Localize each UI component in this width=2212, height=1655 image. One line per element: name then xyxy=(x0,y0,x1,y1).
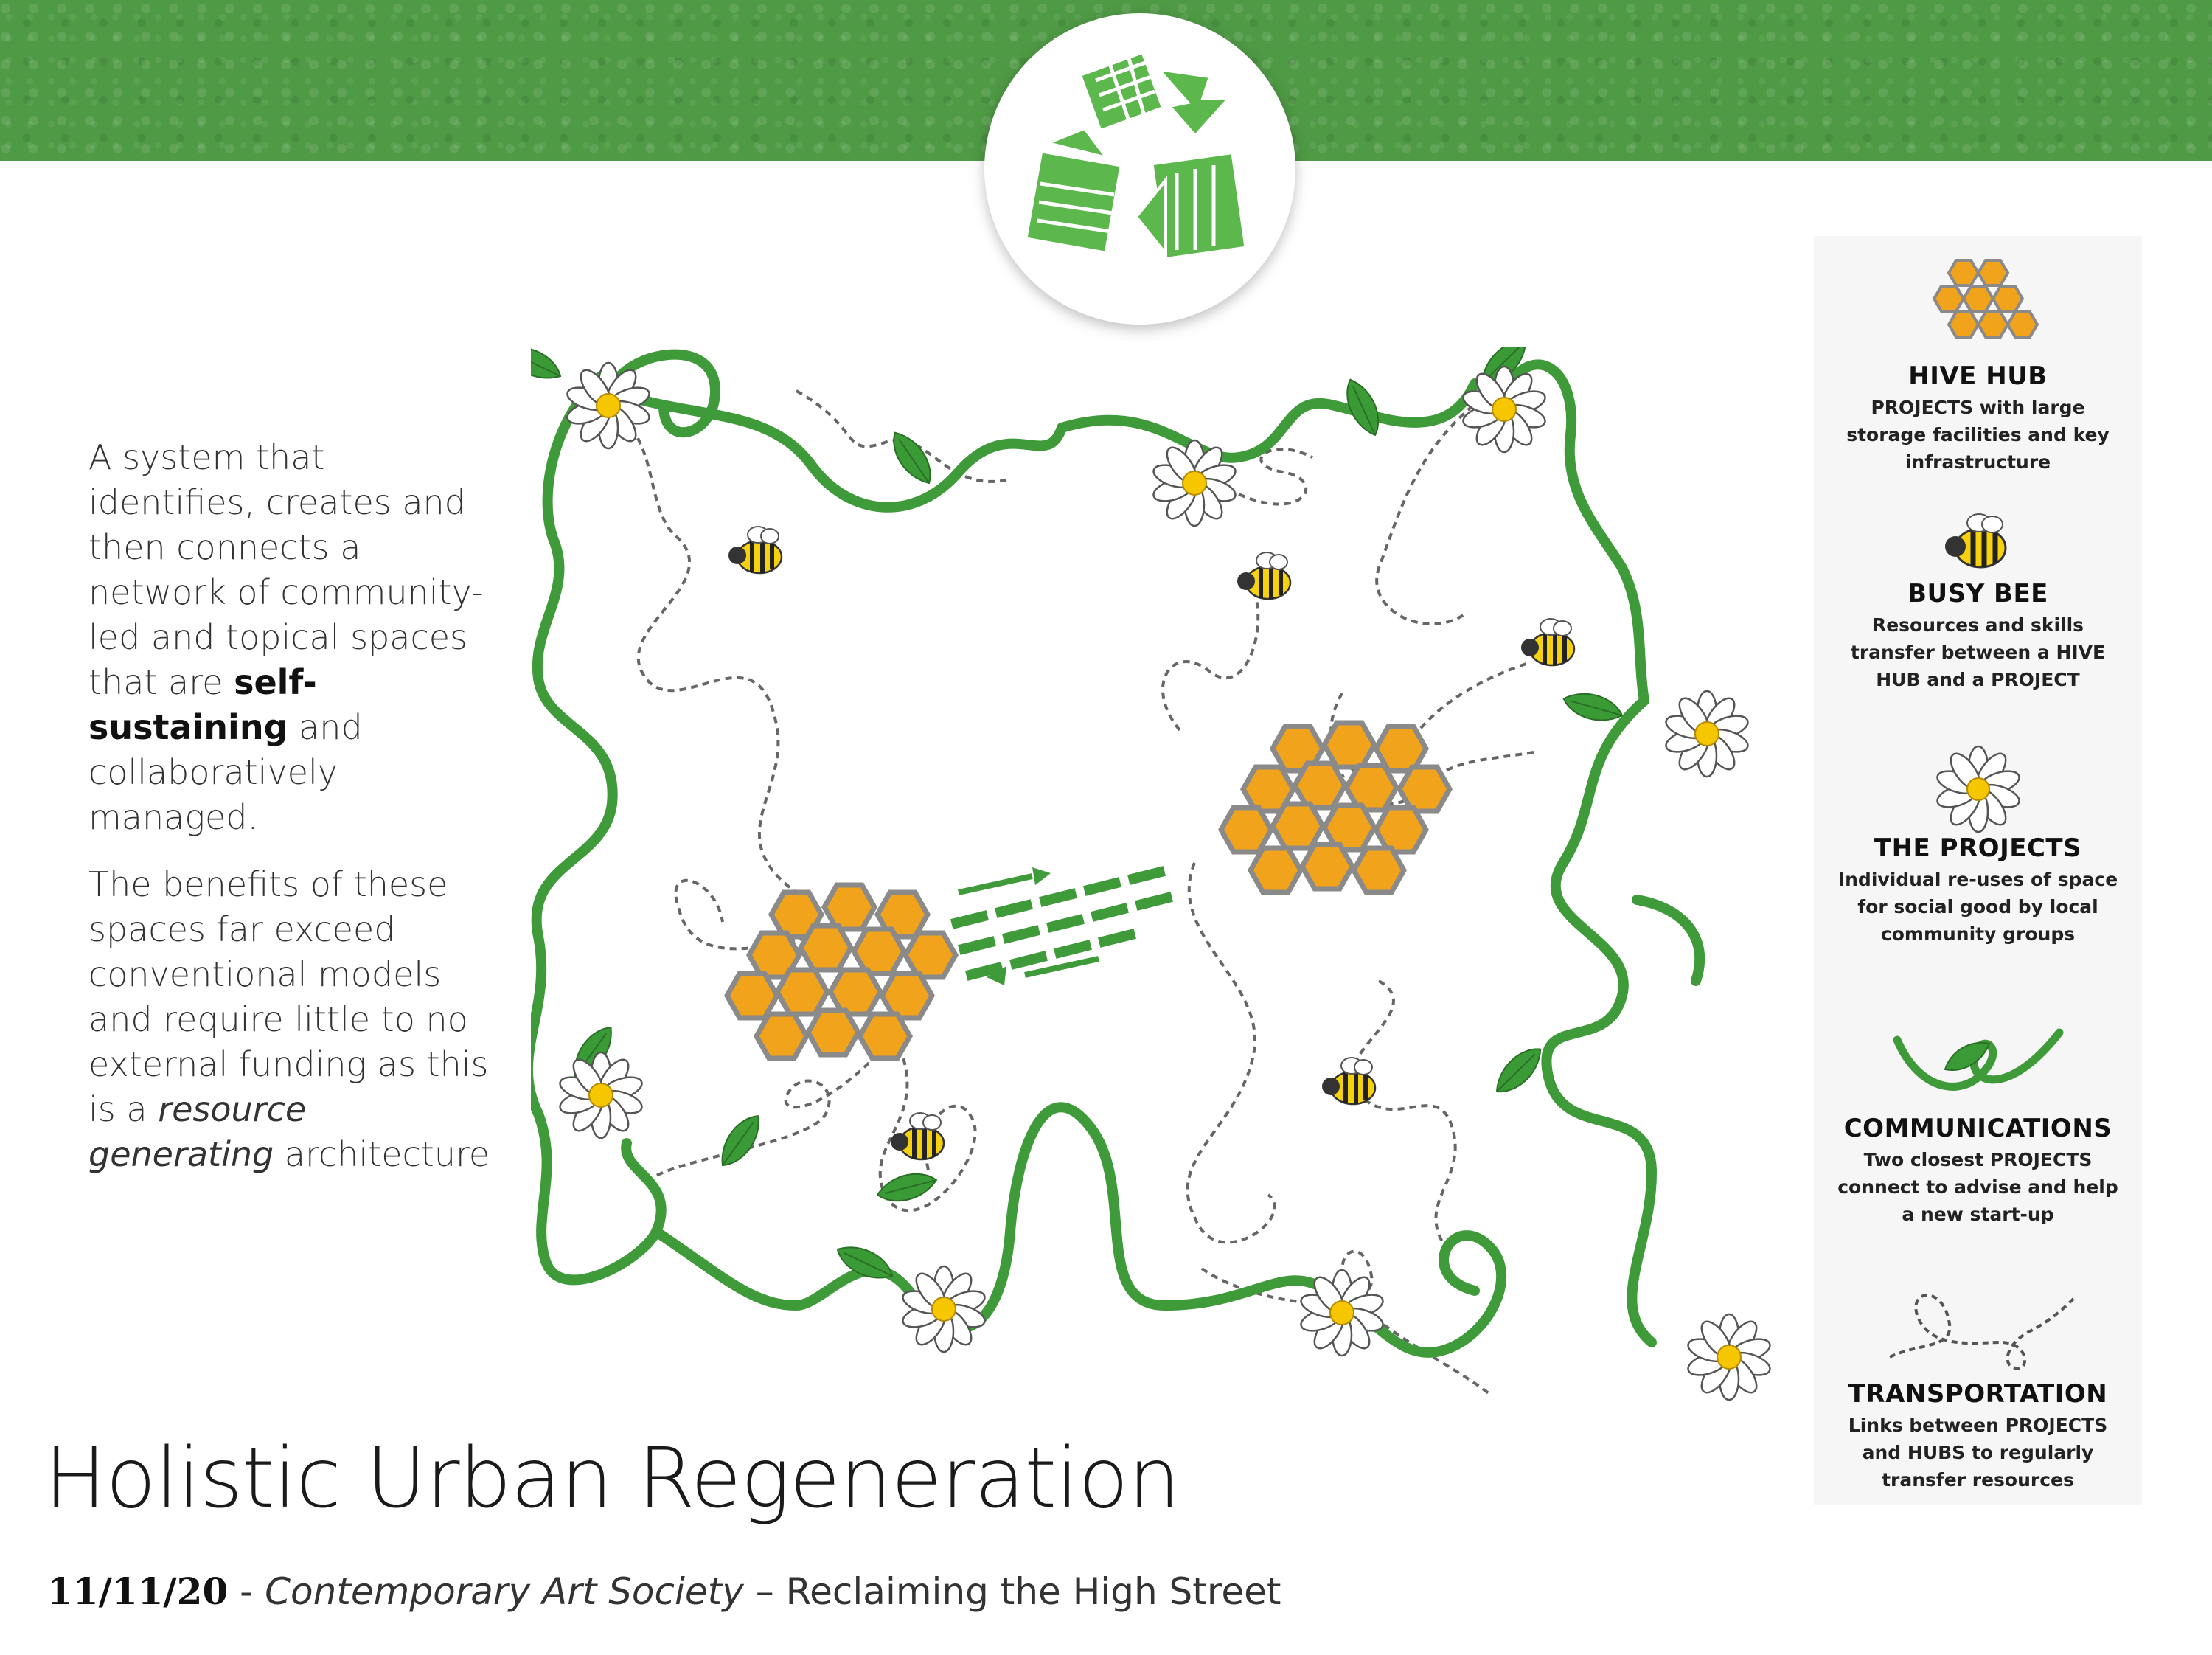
legend-item-communications: COMMUNICATIONS Two closest PROJECTS conn… xyxy=(1814,1018,2142,1228)
recycle-buildings-icon xyxy=(1024,50,1248,261)
legend-desc-transportation: Links between PROJECTS and HUBS to regul… xyxy=(1848,1415,2108,1491)
legend-item-transportation: TRANSPORTATION Links between PROJECTS an… xyxy=(1814,1269,2142,1493)
event-date: 11/11/20 xyxy=(47,1569,229,1613)
vine-leaves xyxy=(531,347,1627,1293)
intro-text: A system that identifies, creates and th… xyxy=(88,435,501,1199)
legend-item-busy-bee: BUSY BEE Resources and skills transfer b… xyxy=(1814,505,2142,693)
legend-title-projects: THE PROJECTS xyxy=(1874,833,2082,863)
flow-arrows xyxy=(958,867,1099,985)
resource-generating-emphasis: resource generating xyxy=(88,1089,307,1174)
communication-vines xyxy=(531,349,1705,1358)
intro-paragraph-1: A system that identifies, creates and th… xyxy=(88,437,484,837)
hub-connection xyxy=(950,866,1173,981)
legend-panel: HIVE HUB PROJECTS with large storage fac… xyxy=(1814,236,2142,1505)
vine-icon xyxy=(1893,1028,2063,1091)
hive-hub-right xyxy=(1221,723,1450,892)
self-sustaining-emphasis: self-sustaining xyxy=(88,662,317,747)
legend-title-transportation: TRANSPORTATION xyxy=(1848,1379,2108,1409)
legend-desc-hive-hub: PROJECTS with large storage facilities a… xyxy=(1846,397,2110,473)
legend-desc-projects: Individual re-uses of space for social g… xyxy=(1837,869,2118,945)
bee-icon xyxy=(1944,513,2006,569)
legend-desc-communications: Two closest PROJECTS connect to advise a… xyxy=(1837,1149,2118,1225)
legend-desc-busy-bee: Resources and skills transfer between a … xyxy=(1850,614,2106,690)
daisy-icon xyxy=(1935,745,2020,833)
recycle-logo xyxy=(984,13,1295,325)
event-name: Reclaiming the High Street xyxy=(785,1570,1281,1613)
legend-title-communications: COMMUNICATIONS xyxy=(1843,1114,2112,1143)
legend-title-hive-hub: HIVE HUB xyxy=(1908,361,2048,391)
subtitle: 11/11/20 - Contemporary Art Society – Re… xyxy=(47,1569,1281,1613)
legend-item-hive-hub: HIVE HUB PROJECTS with large storage fac… xyxy=(1814,251,2142,476)
legend-item-projects: THE PROJECTS Individual re-uses of space… xyxy=(1814,745,2142,948)
hive-hub-left xyxy=(727,885,956,1058)
network-diagram xyxy=(531,347,1774,1401)
legend-title-busy-bee: BUSY BEE xyxy=(1907,579,2048,608)
dashed-path-icon xyxy=(1888,1294,2075,1370)
page-title: Holistic Urban Regeneration xyxy=(44,1431,1180,1527)
honeycomb-icon xyxy=(1932,259,2039,339)
intro-paragraph-2: The benefits of these spaces far exceed … xyxy=(88,864,490,1174)
organization-name: Contemporary Art Society xyxy=(265,1570,744,1613)
